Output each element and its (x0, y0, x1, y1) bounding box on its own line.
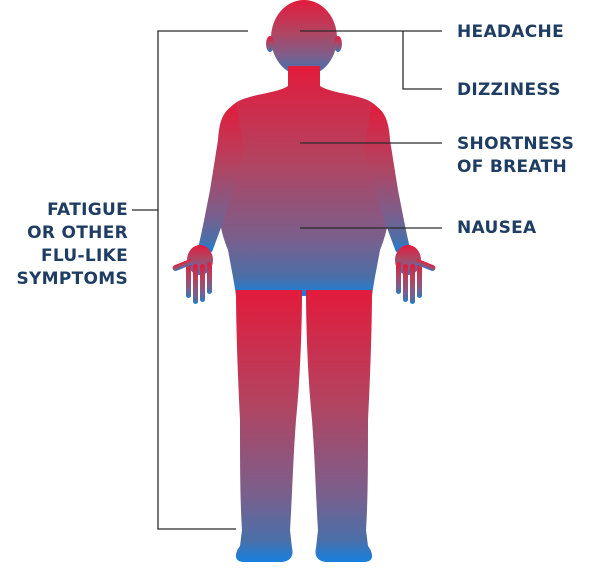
torso (219, 66, 389, 296)
head (271, 0, 337, 76)
human-body-silhouette (172, 0, 437, 562)
right-leg (306, 290, 372, 562)
dizziness-label: DIZZINESS (457, 79, 561, 102)
shortness-of-breath-label: SHORTNESS OF BREATH (457, 133, 574, 179)
dizziness-connector (403, 31, 442, 89)
fatigue-label: FATIGUE OR OTHER FLU-LIKE SYMPTOMS (16, 199, 128, 291)
nausea-label: NAUSEA (457, 217, 536, 240)
left-ear (266, 36, 274, 52)
left-hand (172, 245, 213, 304)
right-ear (334, 36, 342, 52)
left-leg (236, 290, 302, 562)
right-hand (395, 245, 436, 304)
headache-label: HEADACHE (457, 21, 564, 44)
